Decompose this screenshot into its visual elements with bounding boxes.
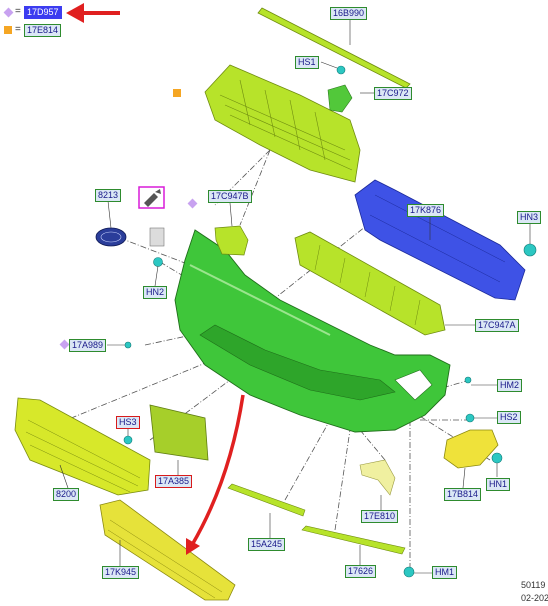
part-17626-trim [301, 525, 406, 555]
part-badge-bracket [149, 227, 165, 247]
part-label-17k876[interactable]: 17K876 [407, 204, 445, 217]
part-label-16b990[interactable]: 16B990 [330, 7, 368, 20]
part-label-17626[interactable]: 17626 [345, 565, 377, 578]
legend-equals: = [15, 6, 21, 17]
clip-hs3 [123, 435, 133, 445]
part-17b814-bezel [443, 429, 499, 469]
part-17c972-bracket [327, 84, 353, 113]
clip-hs2 [465, 413, 475, 423]
footer-diagram-number: 50119 [521, 580, 546, 590]
clip-17a989 [124, 341, 132, 349]
part-17c947b-bracket [214, 225, 249, 256]
bumper-fog-opening [394, 369, 433, 401]
part-17k876-beam [354, 179, 526, 301]
part-label-17c947a[interactable]: 17C947A [475, 319, 519, 332]
part-16b990-strip [257, 7, 411, 89]
footer-diagram-date: 02-202 [521, 593, 548, 603]
part-label-17a989[interactable]: 17A989 [69, 339, 107, 352]
part-upper-bracket [204, 64, 361, 183]
part-label-8213[interactable]: 8213 [95, 189, 122, 202]
part-15a245-trim [227, 483, 306, 517]
legend-label-17e814[interactable]: 17E814 [24, 24, 62, 37]
part-label-hm2[interactable]: HM2 [497, 379, 523, 392]
part-label-hn1[interactable]: HN1 [486, 478, 511, 491]
part-17c947a-absorber [294, 231, 446, 336]
part-17a385-bracket [149, 404, 209, 461]
part-label-hs1[interactable]: HS1 [295, 56, 319, 69]
clip-hs1 [336, 65, 346, 75]
clip-hm1 [403, 566, 415, 578]
part-label-17c972[interactable]: 17C972 [374, 87, 412, 100]
bumper-lower-opening [199, 324, 396, 401]
tool-icon [144, 189, 161, 207]
clip-hn3 [523, 243, 537, 257]
part-label-17a385[interactable]: 17A385 [155, 475, 193, 488]
part-label-hm1[interactable]: HM1 [432, 566, 458, 579]
clip-hm2 [464, 376, 472, 384]
part-label-hs3[interactable]: HS3 [116, 416, 140, 429]
part-label-17k945[interactable]: 17K945 [102, 566, 140, 579]
clip-hn2 [153, 257, 163, 267]
part-label-17b814[interactable]: 17B814 [444, 488, 482, 501]
part-17k945-lower-grille [99, 499, 236, 601]
bumper-highlight [189, 264, 331, 336]
part-label-hs2[interactable]: HS2 [497, 411, 521, 424]
part-label-8200[interactable]: 8200 [53, 488, 80, 501]
part-label-17c947b[interactable]: 17C947B [208, 190, 252, 203]
part-label-15a245[interactable]: 15A245 [248, 538, 286, 551]
part-8213-ford-badge [95, 227, 127, 247]
part-17e810-trim [359, 459, 396, 496]
part-label-17e810[interactable]: 17E810 [361, 510, 399, 523]
legend-square-icon [4, 26, 12, 34]
legend-label-17d957[interactable]: 17D957 [24, 6, 62, 19]
part-label-hn2[interactable]: HN2 [143, 286, 168, 299]
legend-equals: = [15, 24, 21, 35]
part-label-hn3[interactable]: HN3 [517, 211, 542, 224]
red-arrow-lower [190, 394, 245, 546]
clip-hn1 [491, 452, 503, 464]
part-8200-grille [14, 397, 151, 496]
